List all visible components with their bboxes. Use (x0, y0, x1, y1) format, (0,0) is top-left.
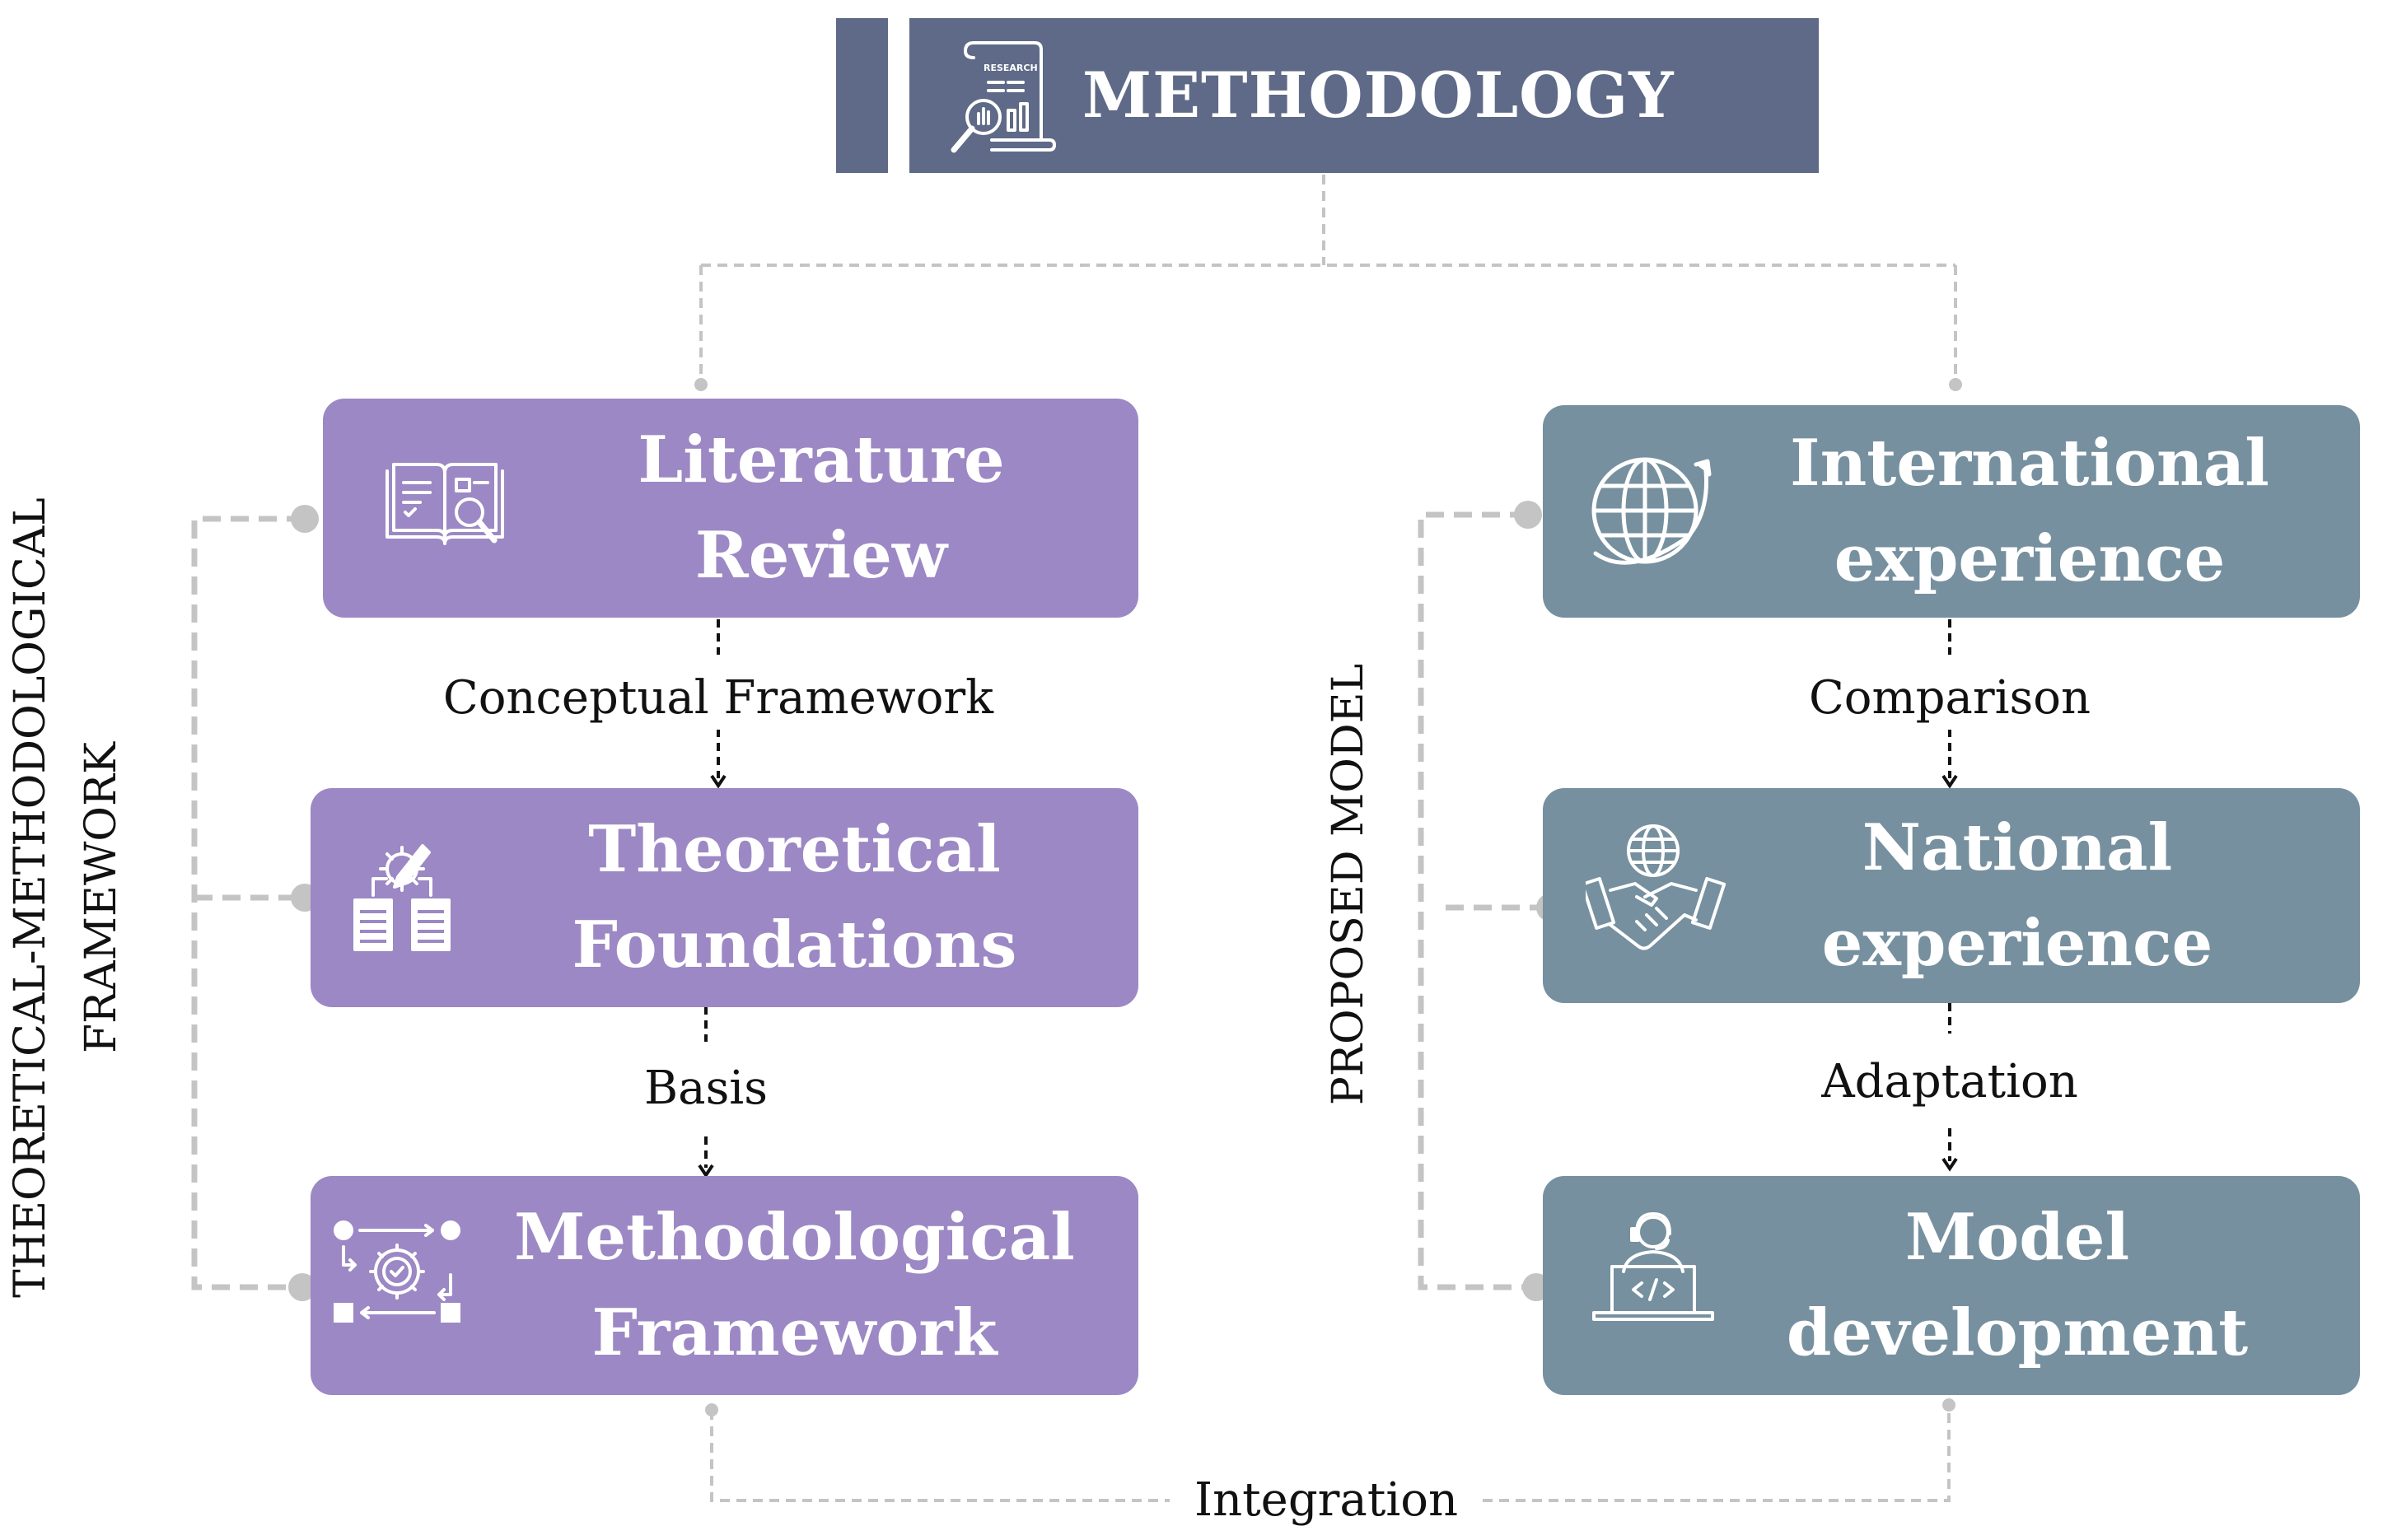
developer-laptop-icon (1592, 1212, 1714, 1321)
gear-process-icon (334, 1220, 460, 1323)
arrowhead-left-2 (698, 1164, 714, 1178)
theoretical-foundations-box: Theoretical Foundations (311, 788, 1138, 1007)
integration-left (710, 1410, 1170, 1502)
methodological-framework-box: Methodological Framework (311, 1176, 1138, 1395)
left-bracket (191, 516, 305, 1290)
branch-right-dot (1949, 378, 1962, 391)
literature-review-title-line2: Review (694, 518, 948, 593)
right-dot-1 (1514, 501, 1542, 529)
arrowhead-right-1 (1941, 774, 1958, 789)
international-experience-title-line2: experience (1834, 521, 2226, 596)
theoretical-foundations-title-line1: Theoretical (588, 812, 1001, 887)
research-document-icon: RESEARCH (951, 41, 1056, 153)
integration-left-dot (705, 1403, 718, 1416)
national-experience-box: National experience (1543, 788, 2360, 1003)
integration-right-dot (1942, 1398, 1955, 1412)
methodological-framework-title-line1: Methodological (514, 1200, 1075, 1275)
arrowhead-left-1 (710, 774, 727, 789)
international-experience-box: International experience (1543, 405, 2360, 618)
international-experience-title-line1: International (1790, 426, 2269, 501)
left-side-label-line1: THEORETICAL-METHODOLOGICAL (6, 497, 55, 1298)
header-accent-tab (836, 18, 888, 173)
methodological-framework-title: Methodological Framework (459, 1176, 1130, 1395)
left-side-label-line2: FRAMEWORK (77, 741, 126, 1054)
literature-review-title: Literature Review (521, 399, 1122, 618)
right-bracket (1418, 511, 1536, 1290)
theoretical-foundations-title: Theoretical Foundations (475, 788, 1114, 1007)
branch-left-dot (694, 378, 708, 391)
comparison-label: Comparison (1785, 667, 2114, 730)
model-development-title: Model development (1724, 1176, 2311, 1395)
literature-review-box: Literature Review (323, 399, 1138, 618)
globe-orbit-icon (1591, 457, 1712, 565)
book-magnifier-icon (385, 463, 504, 545)
national-experience-title-line1: National (1862, 810, 2173, 885)
integration-right (1483, 1407, 1951, 1502)
national-experience-title: National experience (1724, 788, 2311, 1003)
handshake-globe-icon (1586, 824, 1726, 950)
header-title: METHODOLOGY (1082, 58, 1675, 132)
left-dot-1 (291, 505, 319, 533)
international-experience-title: International experience (1724, 405, 2335, 618)
methodological-framework-title-line2: Framework (591, 1295, 998, 1370)
model-development-title-line1: Model (1904, 1200, 2130, 1275)
conceptual-framework-label: Conceptual Framework (422, 667, 1015, 730)
national-experience-title-line2: experience (1821, 905, 2213, 981)
integration-label: Integration (1174, 1469, 1479, 1532)
theoretical-foundations-title-line2: Foundations (572, 908, 1017, 982)
left-dot-3 (288, 1273, 316, 1301)
model-development-title-line2: development (1786, 1295, 2249, 1370)
left-side-label: THEORETICAL-METHODOLOGICAL FRAMEWORK (0, 469, 137, 1326)
pencil-gear-documents-icon (353, 844, 451, 951)
basis-label: Basis (624, 1057, 788, 1120)
arrowhead-right-2 (1941, 1157, 1958, 1172)
header-icon-text: RESEARCH (984, 63, 1038, 73)
adaptation-label: Adaptation (1793, 1051, 2106, 1113)
model-development-box: Model development (1543, 1176, 2360, 1395)
methodology-header: RESEARCH METHODOLOGY (909, 18, 1819, 173)
right-side-label: PROPOSED MODEL (1324, 663, 1373, 1106)
literature-review-title-line1: Literature (638, 422, 1005, 497)
